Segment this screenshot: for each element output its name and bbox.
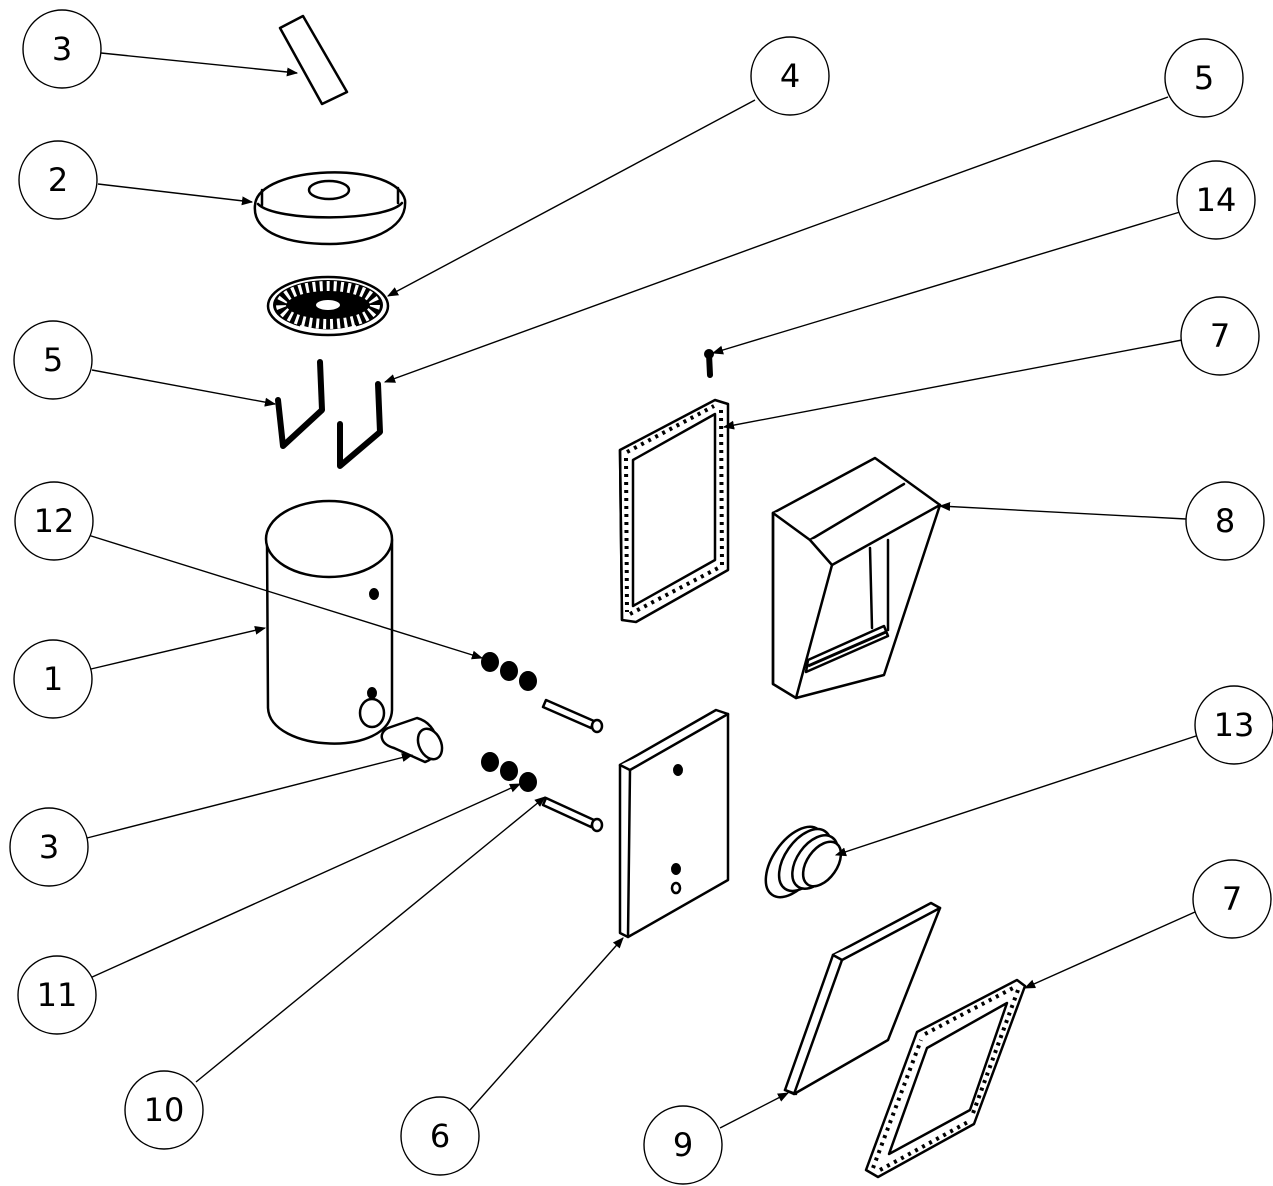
callout-label: 8	[1215, 502, 1235, 540]
callout-label: 6	[430, 1117, 450, 1155]
callout-label: 4	[780, 57, 800, 95]
leader-12	[87, 534, 484, 660]
leader-5-left	[91, 369, 277, 407]
callout-label: 9	[673, 1126, 693, 1164]
callout-label: 1	[43, 660, 63, 698]
callout-label: 14	[1196, 181, 1237, 219]
part-7-gasket-upper	[618, 398, 730, 624]
leader-10	[195, 796, 546, 1083]
leader-14	[711, 211, 1181, 355]
callout-balloon: 3	[22, 9, 102, 89]
callout-balloon: 12	[14, 481, 94, 561]
callout-balloon: 4	[750, 36, 830, 116]
part-3-pipe	[380, 716, 444, 764]
callout-balloon: 10	[124, 1070, 204, 1150]
leader-1	[90, 625, 267, 670]
callout-label: 2	[48, 161, 68, 199]
callout-label: 7	[1222, 880, 1242, 918]
leader-6	[469, 937, 624, 1111]
callout-balloon: 9	[643, 1105, 723, 1185]
callout-balloon: 1	[13, 639, 93, 719]
callout-balloon: 8	[1185, 481, 1265, 561]
leader-4	[387, 99, 756, 297]
part-8-housing	[771, 456, 942, 700]
part-3-strip	[278, 14, 349, 106]
callout-label: 5	[1194, 59, 1214, 97]
leader-8	[938, 502, 1187, 520]
callout-label: 3	[39, 828, 59, 866]
callout-label: 7	[1210, 317, 1230, 355]
part-5-rods-left	[275, 359, 383, 469]
part-4-grate	[266, 275, 390, 337]
leader-3-lower	[86, 753, 414, 839]
part-10-bolt	[541, 796, 604, 833]
callout-label: 11	[37, 976, 78, 1014]
callout-balloon: 2	[18, 140, 98, 220]
part-14-pin	[704, 349, 714, 378]
callout-label: 10	[144, 1091, 185, 1129]
callout-label: 5	[43, 341, 63, 379]
leader-lines	[86, 52, 1200, 1129]
callout-balloon: 14	[1176, 160, 1256, 240]
leader-7-lower	[1023, 911, 1196, 989]
callout-balloon: 7	[1180, 296, 1260, 376]
part-bolt-upper	[541, 698, 604, 734]
part-9-panel	[783, 901, 942, 1096]
callout-balloon: 11	[17, 955, 97, 1035]
part-2-lid	[253, 171, 407, 246]
callout-label: 13	[1214, 706, 1255, 744]
callout-label: 12	[34, 502, 75, 540]
leader-9	[719, 1092, 789, 1129]
callout-balloon: 5	[1164, 38, 1244, 118]
callout-balloon: 3	[9, 807, 89, 887]
leader-3-top	[100, 52, 299, 77]
callout-label: 3	[52, 30, 72, 68]
leader-2	[97, 183, 254, 206]
callout-balloon: 5	[13, 320, 93, 400]
part-12-washers	[481, 652, 537, 691]
leader-11	[89, 783, 522, 979]
part-13-coil	[764, 825, 843, 899]
part-6-plate	[618, 708, 730, 939]
callout-balloon: 13	[1194, 685, 1273, 765]
callout-balloon: 6	[400, 1096, 480, 1176]
part-1-cylinder	[264, 499, 394, 745]
leader-7-upper	[722, 339, 1183, 430]
part-11-washers	[481, 752, 537, 792]
leader-5-right	[383, 96, 1169, 383]
leader-13	[834, 734, 1200, 857]
callout-balloon: 7	[1192, 859, 1272, 939]
